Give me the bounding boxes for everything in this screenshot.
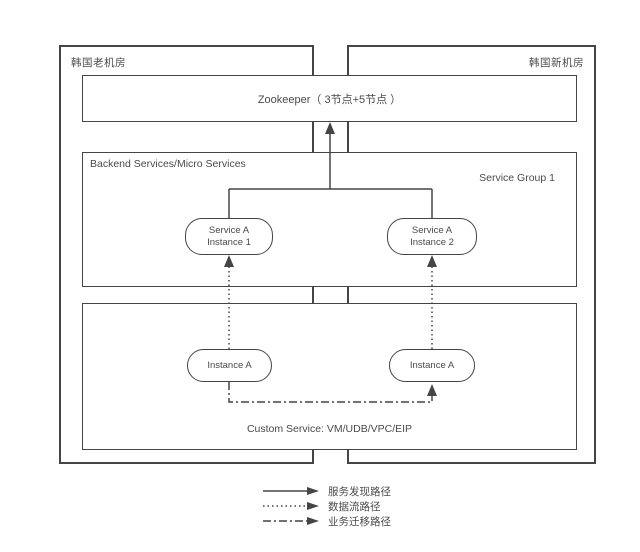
service-a-instance-2-line2: Instance 2 — [410, 236, 454, 248]
service-a-instance-1-line2: Instance 1 — [207, 236, 251, 248]
instance-a-right-label: Instance A — [409, 359, 455, 371]
zone-old-datacenter-label: 韩国老机房 — [71, 57, 126, 69]
legend-row-dataflow: 数据流路径 — [262, 500, 391, 513]
backend-services-title: Backend Services/Micro Services — [90, 158, 246, 170]
legend-row-discovery: 服务发现路径 — [262, 485, 391, 498]
service-a-instance-2: Service A Instance 2 — [387, 218, 477, 255]
legend-discovery-label: 服务发现路径 — [328, 485, 391, 498]
zone-new-datacenter-label: 韩国新机房 — [529, 57, 584, 69]
solid-arrow-icon — [263, 487, 319, 495]
zookeeper-box: Zookeeper（ 3节点+5节点 ） — [82, 75, 577, 122]
service-a-instance-1-line1: Service A — [208, 224, 250, 236]
dashdot-arrow-icon — [263, 517, 319, 525]
instance-a-left-label: Instance A — [207, 359, 252, 371]
legend: 服务发现路径 数据流路径 业务迁移路径 — [262, 485, 391, 528]
service-group-label: Service Group 1 — [479, 172, 555, 184]
zookeeper-label: Zookeeper（ 3节点+5节点 ） — [257, 93, 402, 106]
service-a-instance-2-line1: Service A — [411, 224, 453, 236]
custom-service-label: Custom Service: VM/UDB/VPC/EIP — [246, 423, 413, 435]
service-discovery-arrowhead — [325, 122, 335, 134]
dotted-arrow-icon — [263, 502, 319, 510]
instance-a-right: Instance A — [389, 349, 475, 382]
custom-service-box: Custom Service: VM/UDB/VPC/EIP — [82, 303, 577, 450]
legend-row-migration: 业务迁移路径 — [262, 515, 391, 528]
service-a-instance-1: Service A Instance 1 — [185, 218, 273, 255]
legend-dataflow-label: 数据流路径 — [328, 500, 381, 513]
backend-services-box: Backend Services/Micro Services Service … — [82, 152, 577, 287]
instance-a-left: Instance A — [187, 349, 272, 382]
legend-migration-label: 业务迁移路径 — [328, 515, 391, 528]
